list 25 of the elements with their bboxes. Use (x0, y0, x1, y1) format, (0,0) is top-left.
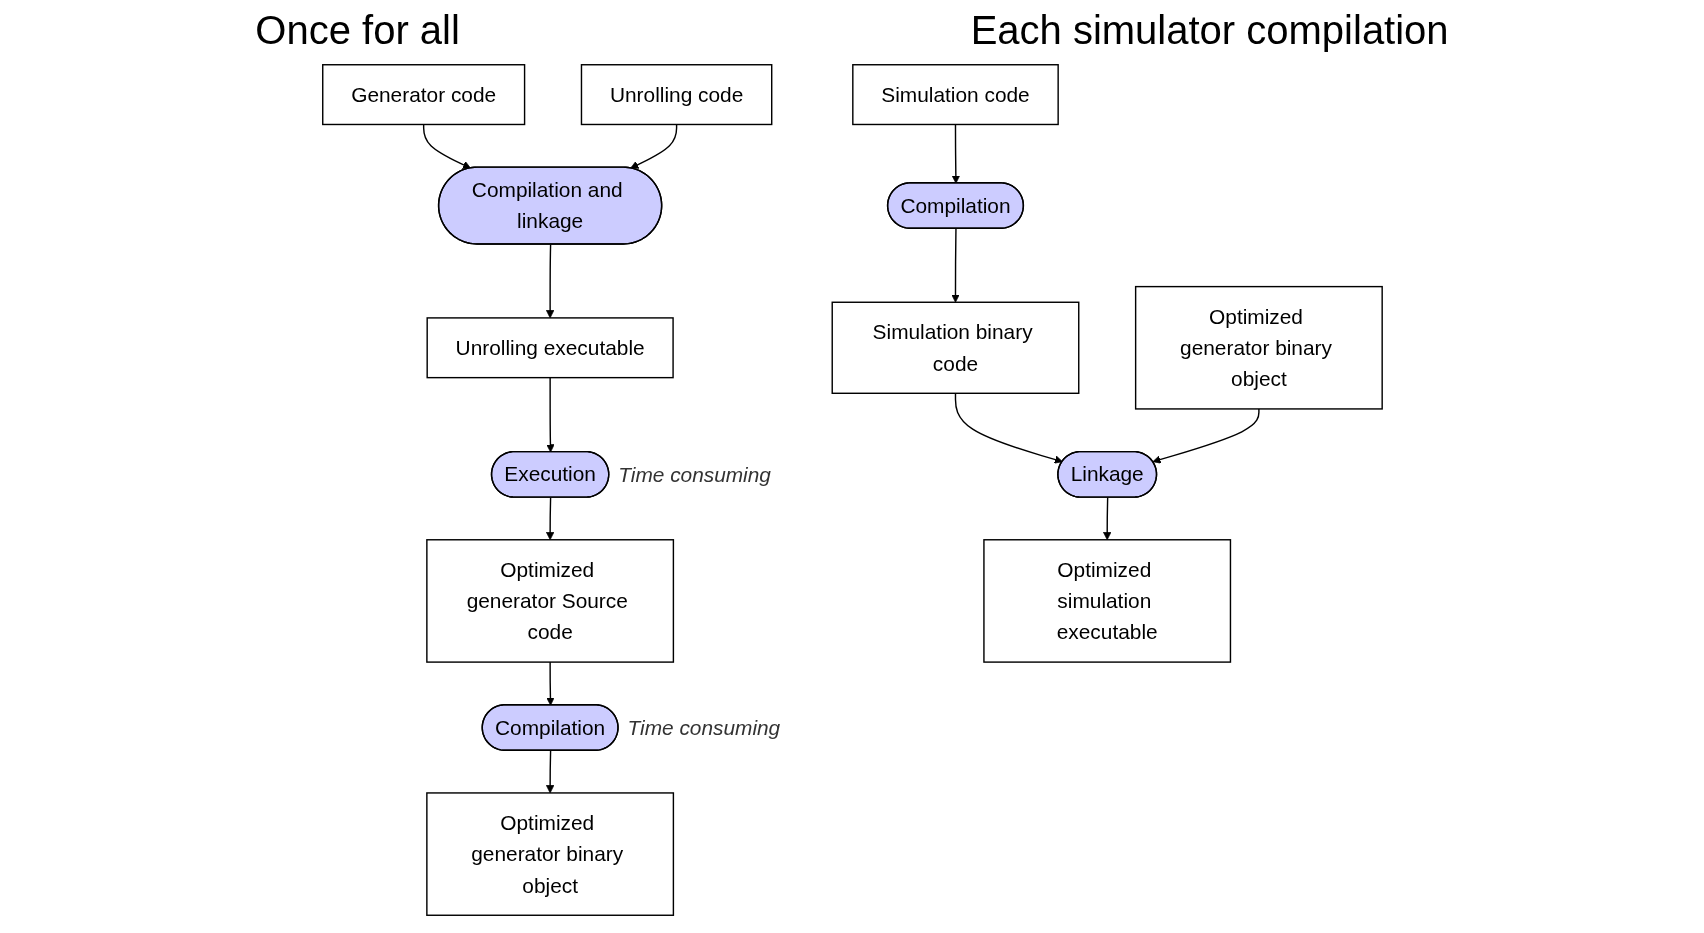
node-box: Generator code (321, 64, 525, 126)
arrow (545, 243, 554, 319)
node-box: Unrolling executable (426, 317, 674, 379)
arrow (950, 228, 960, 303)
arrow (545, 661, 555, 706)
node-box: Unrolling code (580, 64, 772, 126)
column-heading: Each simulator compilation (970, 7, 1449, 53)
column-heading: Once for all (255, 7, 460, 53)
node-box: Optimized generator binary object (425, 792, 674, 916)
node-box: Optimized generator binary object (1134, 285, 1383, 410)
node-box: Simulation code (851, 64, 1059, 126)
arrow (545, 376, 555, 453)
node-box: Simulation binary code (831, 301, 1079, 394)
arrow (629, 123, 677, 169)
node-box: Optimized simulation executable (982, 539, 1231, 663)
node-box: Optimized generator Source code (425, 539, 674, 663)
arrow (1152, 408, 1260, 464)
node-note: Time consuming (617, 462, 771, 486)
arrow (1102, 496, 1111, 541)
arrow (545, 750, 554, 794)
node-note: Time consuming (627, 716, 780, 740)
arrow (545, 496, 554, 541)
arrow (422, 123, 471, 169)
arrow (954, 392, 1063, 464)
arrow (951, 123, 960, 184)
